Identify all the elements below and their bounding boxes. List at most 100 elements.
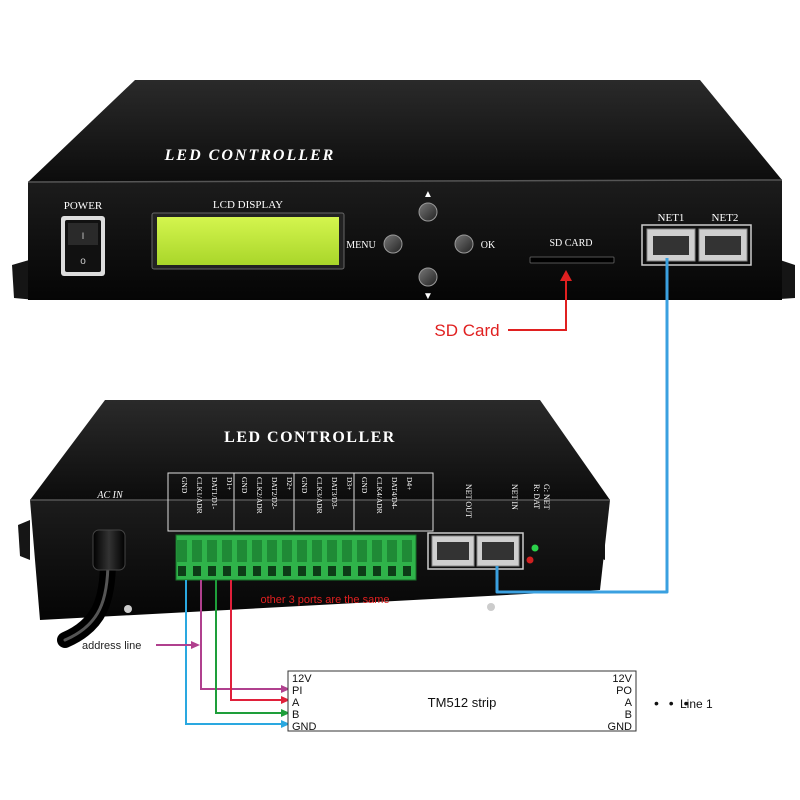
net-port-frame (641, 224, 752, 266)
terminal-pin-label: GND (180, 477, 189, 494)
terminal-screw-hole (178, 566, 186, 576)
terminal-screw-hole (328, 566, 336, 576)
terminal-slot (267, 540, 277, 562)
top-unit-title: LED CONTROLLER (164, 147, 336, 164)
terminal-pin-label: GND (300, 477, 309, 494)
strip-name: TM512 strip (428, 695, 497, 710)
net-out-label: NET OUT (464, 484, 473, 518)
strip-left-pin: 12V (292, 673, 312, 685)
terminal-pin-label: DAT2/D2- (270, 477, 279, 510)
strip-left-pin: PI (292, 685, 302, 697)
terminal-screw-hole (268, 566, 276, 576)
net-status-led (531, 544, 539, 552)
terminal-label-box (167, 472, 434, 532)
net-out-port-socket (437, 542, 469, 560)
screw-left (124, 605, 132, 613)
terminal-pin-labels: GND CLK1/ADR DAT1/D1- D1+ GND CLK2/ADR DAT2/D2… (180, 473, 414, 531)
address-line-label: address line (82, 640, 141, 652)
ok-button[interactable] (454, 234, 474, 254)
terminal-screw-hole (343, 566, 351, 576)
led-legend-g: G: NET (542, 484, 551, 510)
terminal-screw-hole (313, 566, 321, 576)
wire-a (230, 580, 286, 701)
sd-callout-label: SD Card (434, 321, 499, 340)
terminal-pin-label: DAT4/D4- (390, 477, 399, 510)
terminal-pin-label: D3+ (345, 477, 354, 490)
strip-left-pin: A (292, 697, 300, 709)
strip-box (287, 670, 637, 732)
wire-pi-arrowhead (281, 685, 290, 693)
terminal-pin-label: CLK2/ADR (255, 477, 264, 514)
strip-left-pin: B (292, 709, 299, 721)
top-unit-lid (28, 80, 782, 182)
terminal-pin-label: DAT3/D3- (330, 477, 339, 510)
strip-right-pin: 12V (612, 673, 632, 685)
top-unit-edge (27, 179, 783, 183)
sd-callout-arrowhead (560, 270, 572, 281)
terminal-screw-hole (208, 566, 216, 576)
data-status-led (526, 556, 534, 564)
terminal-slot (372, 540, 382, 562)
bottom-unit-lid (30, 400, 610, 500)
terminal-slot (402, 540, 412, 562)
wire-gnd-arrowhead (281, 720, 290, 728)
terminal-pin-label: CLK4/ADR (375, 477, 384, 514)
terminal-pin-label: DAT1/D1- (210, 477, 219, 510)
strip-wiring: address line (82, 580, 290, 728)
down-arrow-icon: ▼ (423, 291, 433, 302)
lcd-label: LCD DISPLAY (213, 199, 283, 211)
up-button[interactable] (418, 202, 438, 222)
terminal-slot (237, 540, 247, 562)
continuation-dots: • • • (654, 695, 691, 711)
terminal-slot (222, 540, 232, 562)
terminal-slots (177, 540, 412, 576)
net-in-label: NET IN (510, 484, 519, 510)
terminal-slot (177, 540, 187, 562)
strip-right-pin: A (625, 697, 633, 709)
screw-right (487, 603, 495, 611)
terminal-slot (207, 540, 217, 562)
terminal-screw-hole (223, 566, 231, 576)
terminal-slot (312, 540, 322, 562)
terminal-screw-hole (403, 566, 411, 576)
ac-power-plug (92, 529, 126, 571)
terminal-pin-label: D1+ (225, 477, 234, 490)
terminal-pin-label: CLK1/ADR (195, 477, 204, 514)
terminal-slot (192, 540, 202, 562)
terminal-slot (282, 540, 292, 562)
bottom-unit-title: LED CONTROLLER (224, 429, 396, 446)
up-arrow-icon: ▲ (423, 189, 433, 200)
strip-right-pin: B (625, 709, 632, 721)
terminal-pin-label: GND (360, 477, 369, 494)
terminal-pin-label: D2+ (285, 477, 294, 490)
menu-button[interactable] (383, 234, 403, 254)
strip-left-pin: GND (292, 721, 317, 733)
wire-a-arrowhead (281, 696, 290, 704)
sd-card-slot[interactable] (529, 256, 615, 264)
net1-label: NET1 (658, 212, 685, 224)
line-label: Line 1 (680, 697, 713, 711)
terminal-slot (327, 540, 337, 562)
ports-note: other 3 ports are the same (260, 594, 389, 606)
terminal-screw-hole (298, 566, 306, 576)
down-button[interactable] (418, 267, 438, 287)
terminal-screw-hole (238, 566, 246, 576)
top-controller-unit: LED CONTROLLER POWER o I LCD DISPLAY ▲ M… (12, 80, 795, 302)
terminal-screw-hole (253, 566, 261, 576)
strip-right-pin: GND (608, 721, 633, 733)
terminal-screw-hole (358, 566, 366, 576)
power-switch-rocker (68, 223, 98, 245)
ok-label: OK (481, 240, 496, 251)
lcd-display (157, 217, 339, 265)
terminal-screw-hole (388, 566, 396, 576)
sd-callout-arrow (508, 278, 567, 331)
bottom-unit-left-foot (18, 520, 30, 560)
ac-power-cable-highlight (63, 558, 110, 642)
menu-label: MENU (346, 240, 376, 251)
terminal-slot (297, 540, 307, 562)
power-label: POWER (64, 200, 103, 212)
